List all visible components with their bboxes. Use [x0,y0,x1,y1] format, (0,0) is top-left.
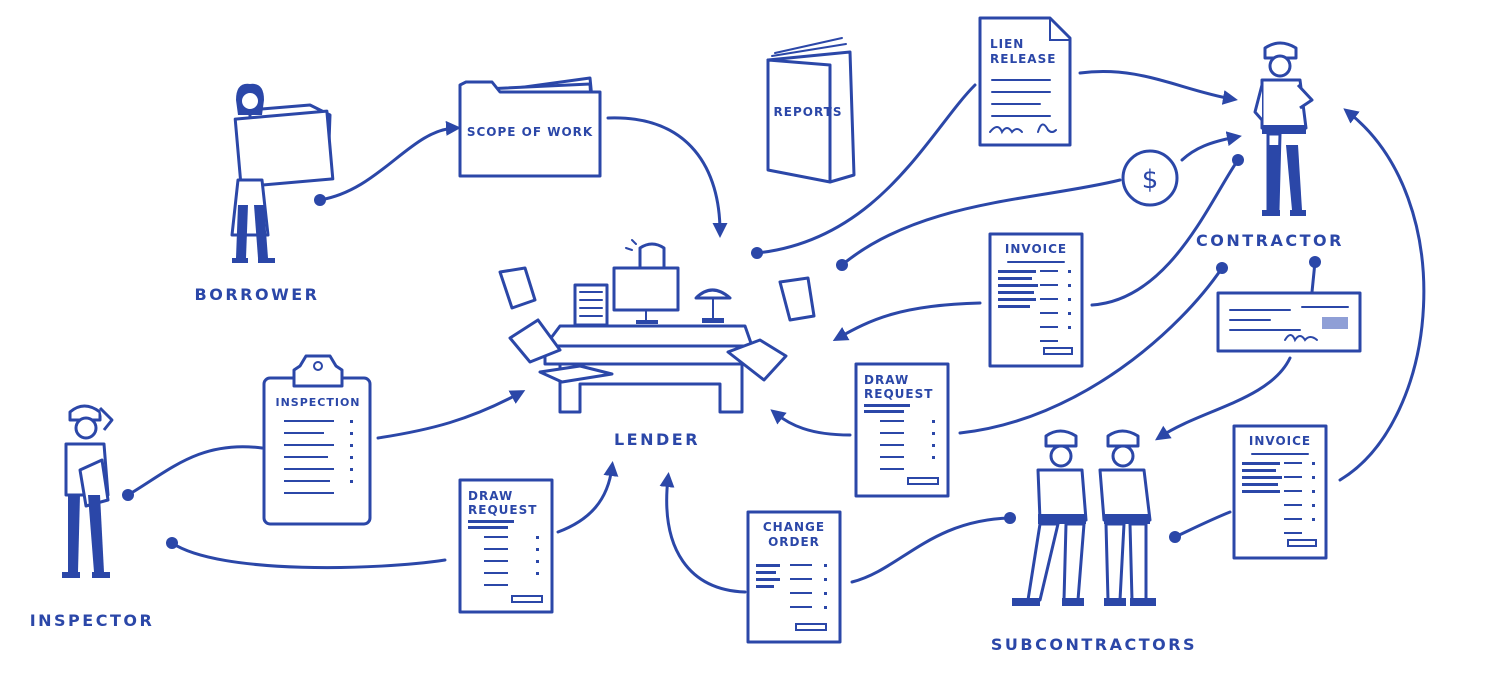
lien-to-contractor-line [1078,69,1238,105]
contractor-to-draw-line [958,266,1224,435]
contractor-invoice-label: INVOICE [1005,242,1067,256]
lender-desk [498,239,816,414]
subcontractors-figures [1012,429,1156,606]
subcontractor-invoice-document [1232,424,1328,560]
dollar-symbol: $ [1142,165,1159,195]
contractor-figure [1253,41,1314,216]
scope-of-work-folder [458,76,602,178]
invoice-to-lender-line [832,301,982,341]
borrower-to-scope-line [318,120,461,202]
contractor-label: CONTRACTOR [1196,231,1344,250]
request-label-center: REQUEST [864,387,933,401]
scope-of-work-label: SCOPE OF WORK [467,125,593,139]
lender-label: LENDER [614,430,700,449]
connector-dot [1169,531,1181,543]
lender-to-payment-line [840,178,1122,267]
borrower-label: BORROWER [195,285,320,304]
connector-dot [166,537,178,549]
connector-dot [1232,154,1244,166]
lien-release-document [978,16,1072,147]
request-label-left: REQUEST [468,503,537,517]
lender-to-lien-line [755,83,977,255]
inspector-label: INSPECTOR [30,611,155,630]
release-label: RELEASE [990,52,1056,66]
connector-dot [1309,256,1321,268]
change-to-lender-line [659,472,747,594]
change-order-document [746,510,842,644]
inspection-to-lender-line [376,390,526,440]
payment-to-contractor-line [1180,131,1242,162]
check-to-subs-line [1155,356,1292,441]
check-document [1216,291,1362,353]
draw-label-center: DRAW [864,373,909,387]
subs-to-invoice-line [1173,510,1232,539]
draw-to-lender-line [770,409,852,437]
lien-label: LIEN [990,37,1024,51]
invoice-to-contractor-line [1090,158,1240,307]
change-label: CHANGE [763,520,825,534]
inspector-to-draw-line [170,541,447,570]
inspector-to-inspection-line [126,445,264,497]
invoice-lines [998,270,1071,342]
scope-to-lender-line [606,116,728,238]
order-label: ORDER [768,535,820,549]
reports-book [766,37,856,184]
connector-dot [751,247,763,259]
subs-to-change-line [850,516,1012,584]
sub-invoice-label: INVOICE [1249,434,1311,448]
draw-to-lender-line-2 [556,461,619,534]
draw-request-document-left [458,478,554,614]
borrower-figure [230,83,335,263]
connector-dot [1004,512,1016,524]
payment-coin [1121,149,1179,207]
connector-dot [314,194,326,206]
subcontractors-label: SUBCONTRACTORS [991,635,1197,654]
inspector-figure [62,404,114,578]
draw-label-left: DRAW [468,489,513,503]
connector-lines [122,69,1426,594]
reports-label: REPORTS [774,105,843,119]
sub-invoice-to-contractor-line [1338,108,1426,482]
inspection-label: INSPECTION [275,396,360,409]
connector-dot [1216,262,1228,274]
contractor-invoice-document [988,232,1084,368]
connector-dot [836,259,848,271]
inspection-clipboard [262,354,372,526]
draw-request-document-center [854,362,950,498]
connector-dot [122,489,134,501]
